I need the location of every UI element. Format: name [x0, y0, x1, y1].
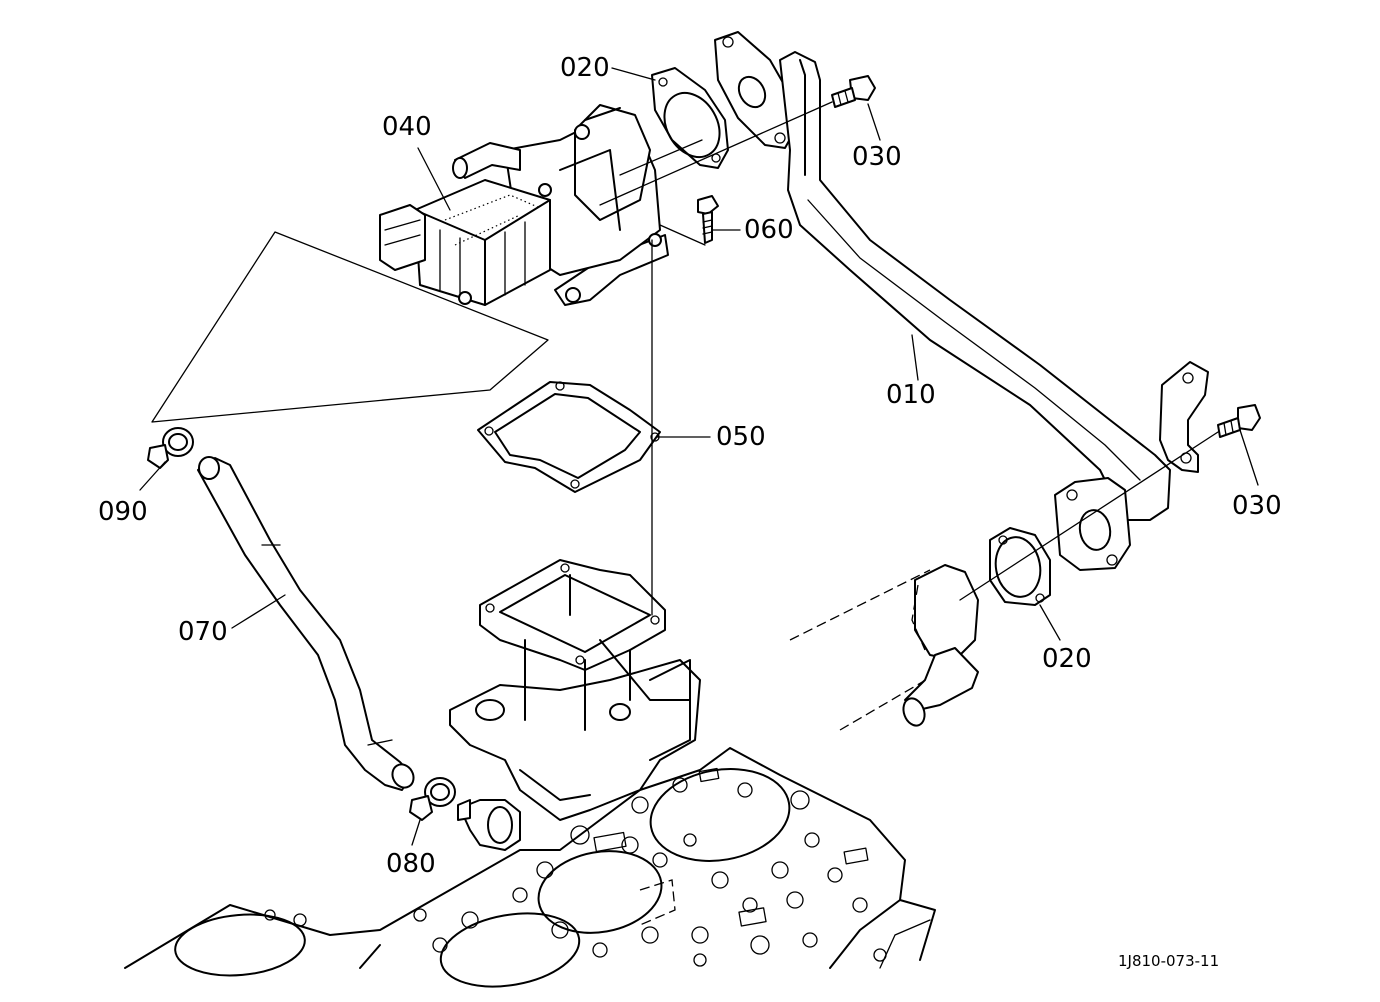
gasket-050 — [477, 381, 661, 493]
clamp-090 — [147, 427, 194, 469]
clamp-080 — [409, 777, 456, 821]
label-040: 040 — [382, 112, 432, 142]
hose-070 — [197, 456, 415, 791]
engine-block — [124, 747, 936, 988]
bolt-060 — [697, 195, 719, 244]
egr-cooler — [789, 564, 979, 731]
label-020-bottom: 020 — [1042, 644, 1092, 674]
reference-lines — [151, 101, 1219, 616]
egr-valve — [379, 104, 669, 306]
part-labels: 020 040 030 060 010 050 030 090 070 020 … — [98, 53, 1282, 970]
intake-manifold — [449, 559, 701, 821]
label-020-top: 020 — [560, 53, 610, 83]
label-010: 010 — [886, 380, 936, 410]
label-060: 060 — [744, 215, 794, 245]
egr-pipe-010 — [714, 31, 1209, 571]
bolt-030-right — [1217, 404, 1261, 438]
label-030-top: 030 — [852, 142, 902, 172]
label-050: 050 — [716, 422, 766, 452]
gasket-020-top — [651, 67, 729, 169]
label-080: 080 — [386, 849, 436, 879]
label-030-right: 030 — [1232, 491, 1282, 521]
label-090: 090 — [98, 497, 148, 527]
leader-lines — [139, 67, 1259, 846]
diagram-reference-code: 1J810-073-11 — [1118, 952, 1219, 970]
gasket-020-bottom — [989, 527, 1051, 606]
pipe-fitting — [457, 799, 521, 851]
bolt-030-top — [831, 75, 876, 108]
label-070: 070 — [178, 617, 228, 647]
